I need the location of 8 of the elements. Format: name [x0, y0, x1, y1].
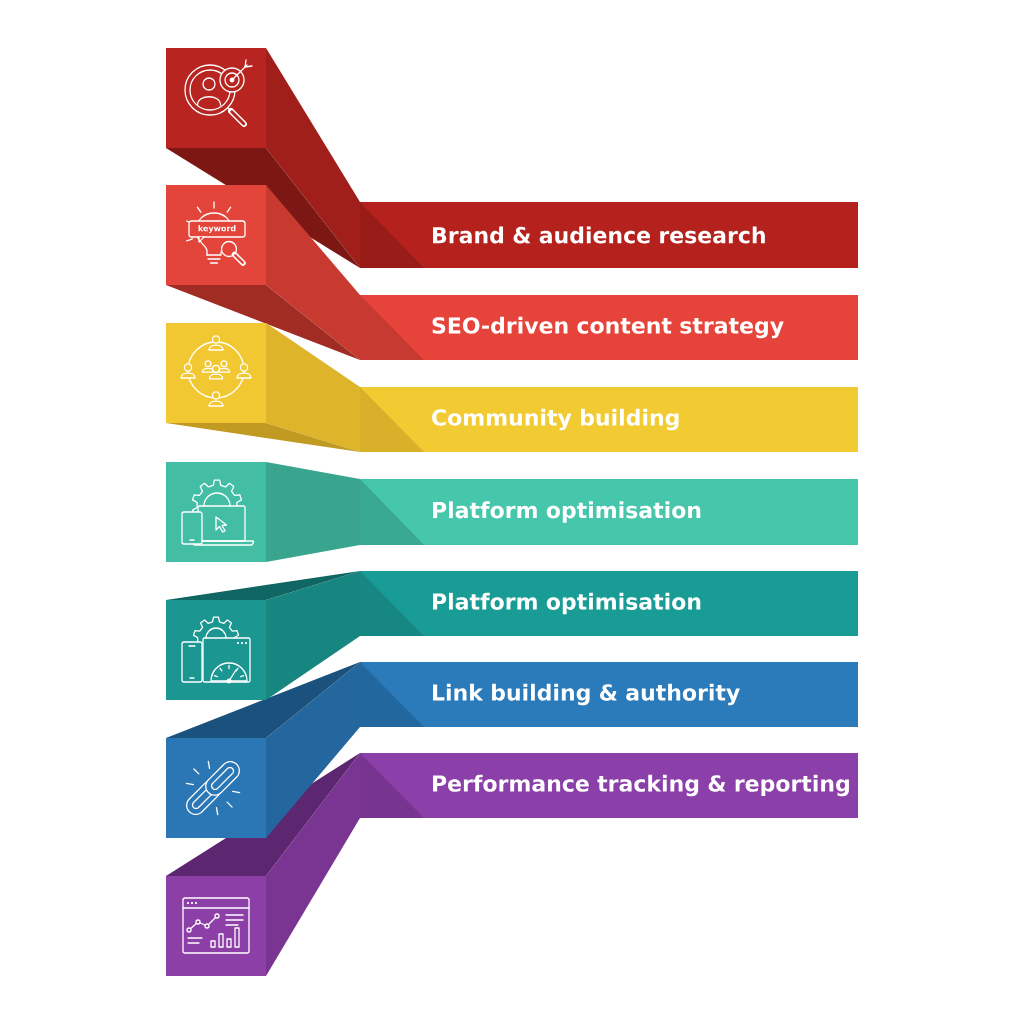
- step-bar: Link building & authority: [360, 662, 858, 727]
- step-bar: Platform optimisation: [360, 479, 858, 545]
- step-bar: Brand & audience research: [360, 202, 858, 268]
- step-bar: SEO-driven content strategy: [360, 295, 858, 360]
- tag-label: keyword: [198, 225, 236, 233]
- step-bar: Community building: [360, 387, 858, 452]
- step-bar: Platform optimisation: [360, 571, 858, 636]
- step-bar: Performance tracking & reporting: [360, 753, 858, 818]
